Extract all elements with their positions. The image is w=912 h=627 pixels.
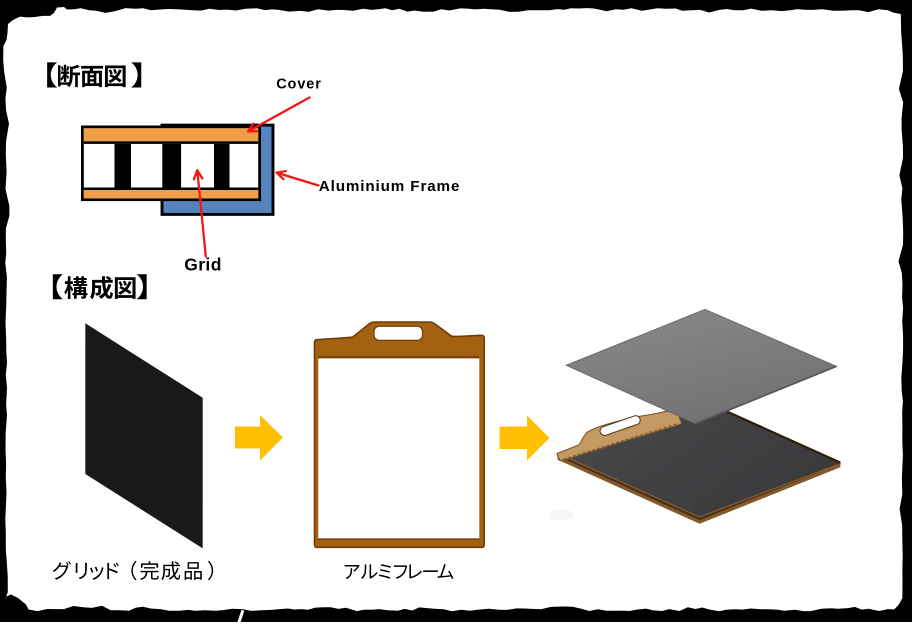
svg-text:Aluminium Frame: Aluminium Frame — [319, 178, 460, 195]
svg-text:Cover: Cover — [276, 76, 322, 92]
svg-text:Grid: Grid — [184, 254, 222, 274]
